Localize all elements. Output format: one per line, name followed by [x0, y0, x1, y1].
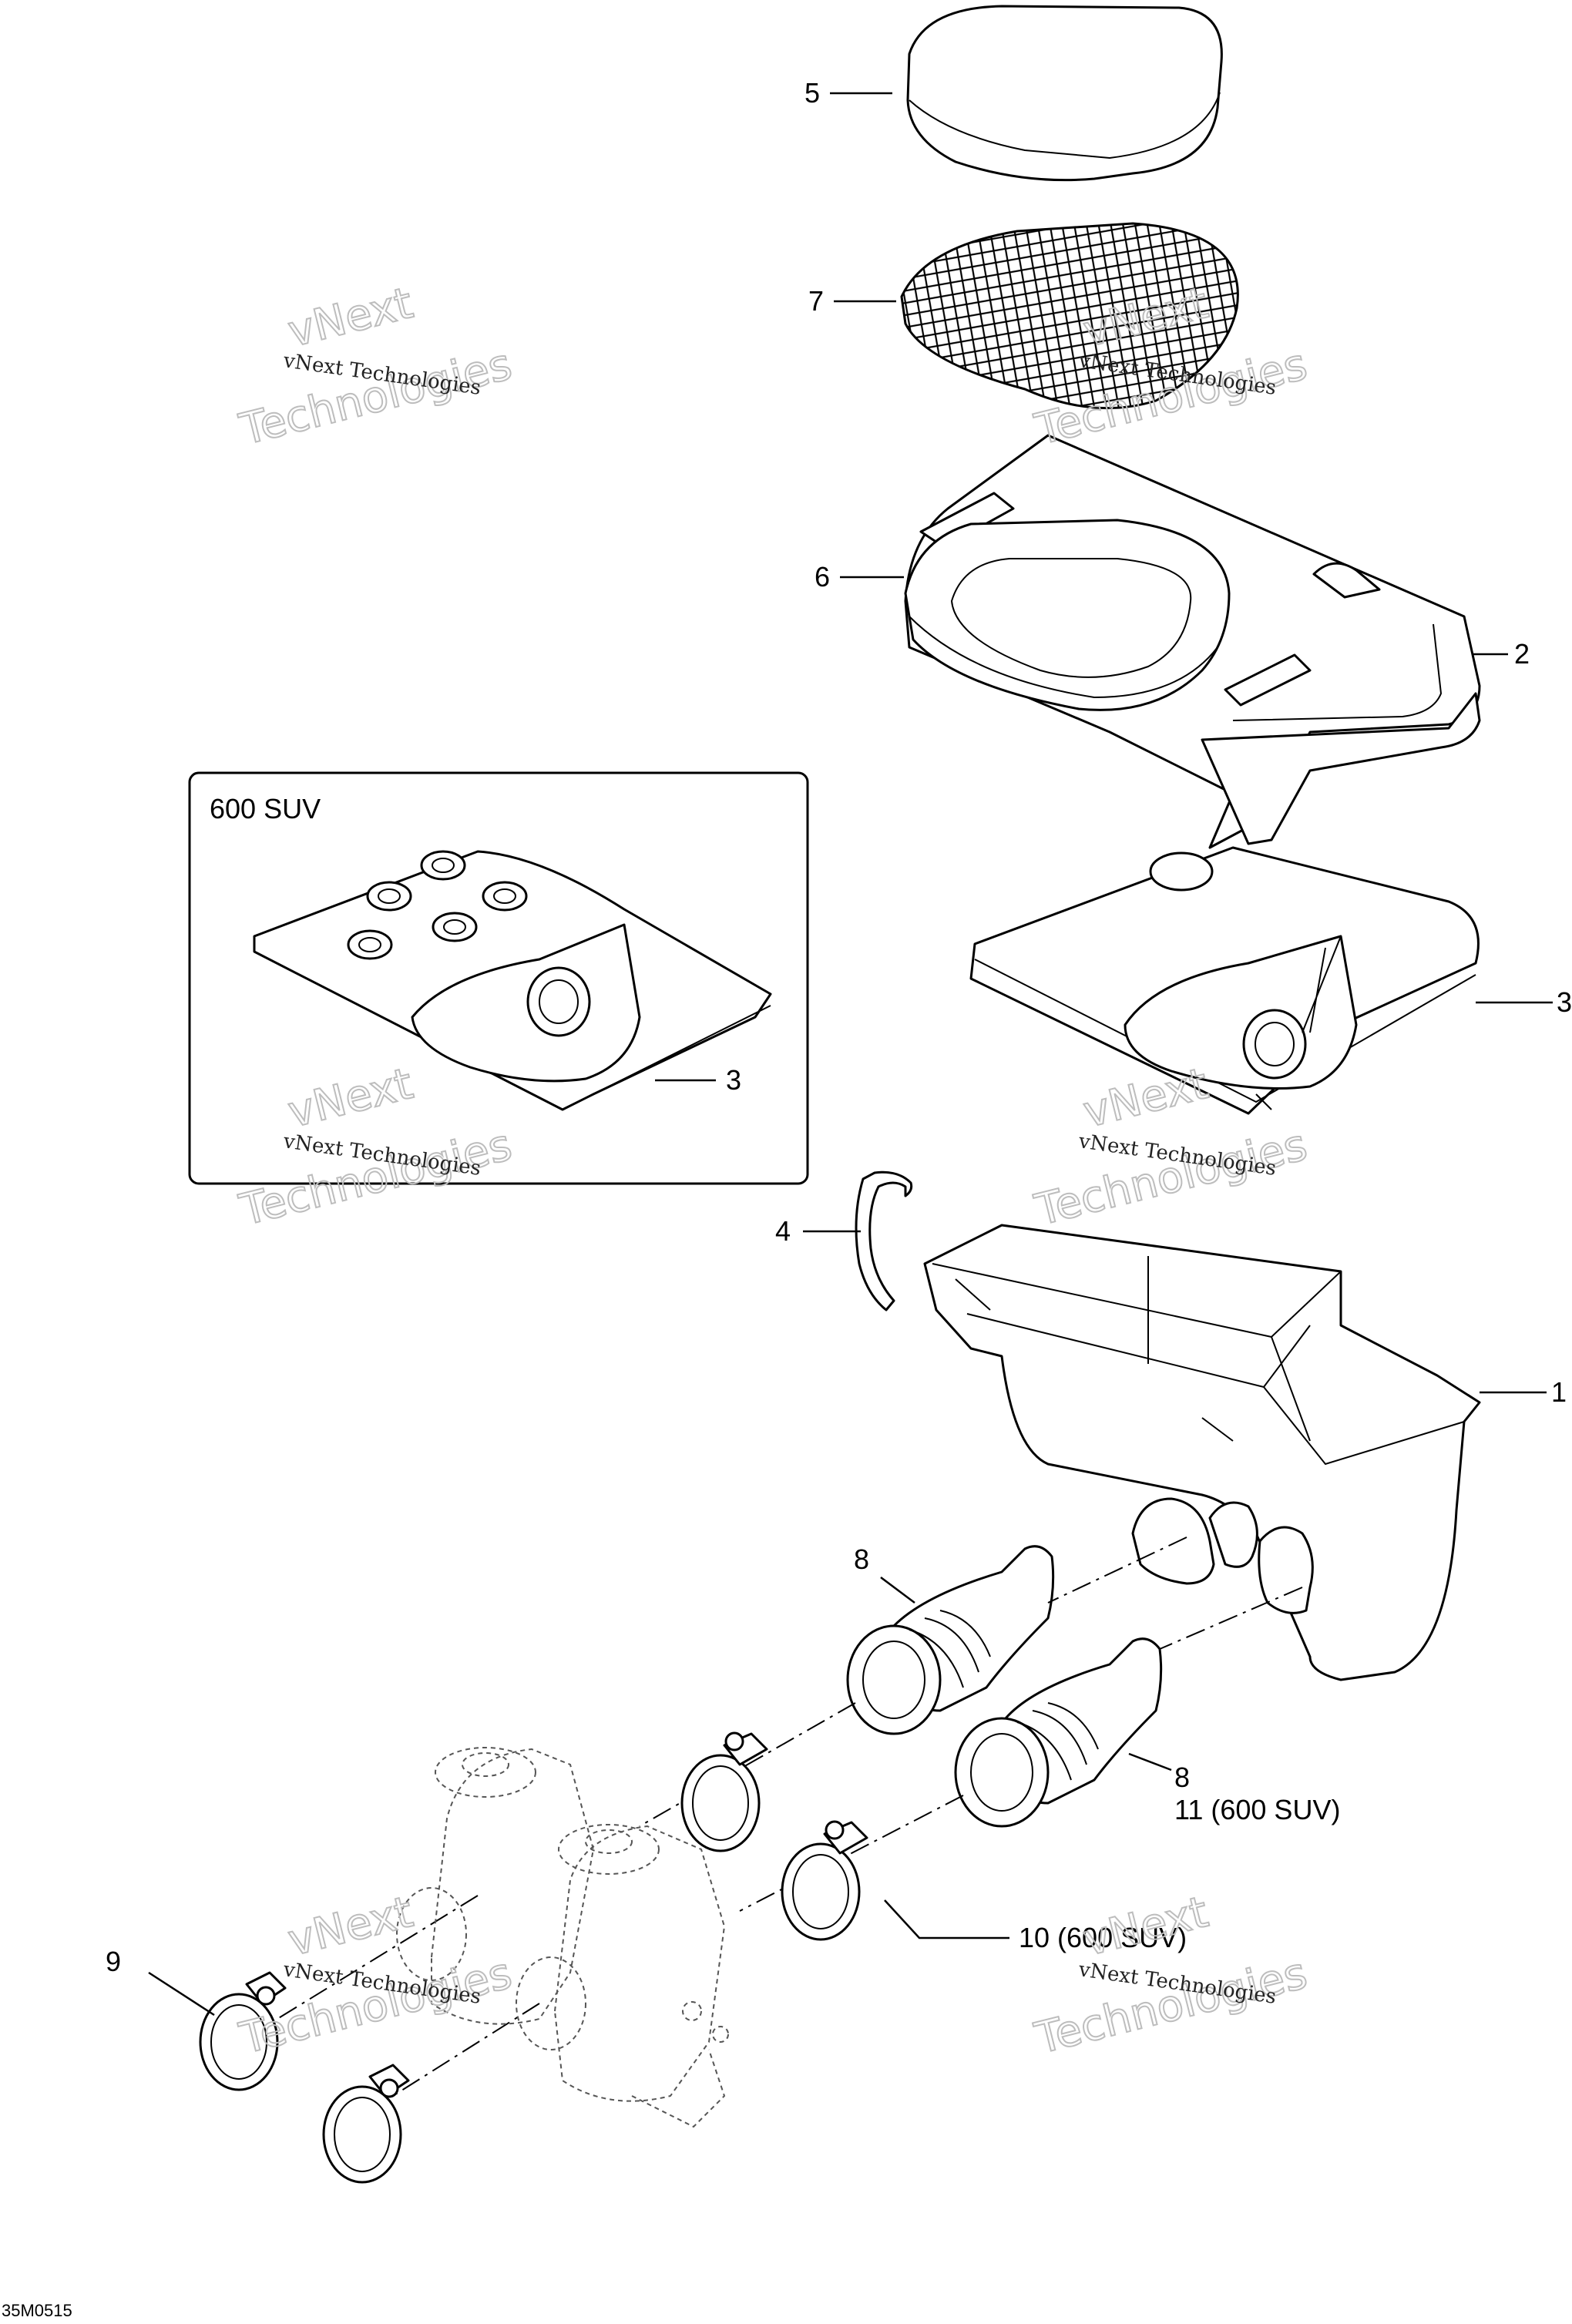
callout-3-inset: 3 [726, 1064, 741, 1096]
intake-adaptor-part-8-upper [846, 1545, 1055, 1735]
intake-adaptor-part-8-lower [954, 1637, 1163, 1828]
silencer-base-part-3 [969, 846, 1480, 1115]
clamp-part-10-lower [781, 1820, 868, 1941]
callout-labels: 5 7 6 2 3 3 4 1 8 8 11 (600 SUV) 10 (600… [106, 77, 1572, 1977]
cover-seal-part-6 [904, 519, 1231, 711]
svg-text:vNext: vNext [284, 278, 418, 358]
callout-7: 7 [808, 285, 824, 317]
callout-11: 11 (600 SUV) [1174, 1794, 1340, 1825]
carburetor-assembly [396, 1747, 729, 2128]
filter-pad-part-5 [906, 5, 1223, 182]
watermark-top-left: vNext Technologies vNext Technologies [234, 277, 518, 456]
clamp-part-9-upper [199, 1971, 287, 2091]
leader-lines [148, 92, 1553, 2017]
watermark-bottom-left: vNext Technologies vNext Technologies [234, 1886, 518, 2065]
inset-title: 600 SUV [210, 793, 321, 824]
callout-1: 1 [1551, 1376, 1567, 1408]
watermark-middle-left: vNext Technologies vNext Technologies [234, 1058, 518, 1237]
clamp-part-9-lower [322, 2064, 410, 2184]
alignment-lines [277, 1536, 1303, 2097]
svg-text:vNext: vNext [1079, 1059, 1213, 1138]
clip-part-4 [855, 1170, 913, 1311]
screen-mesh-part-7 [900, 222, 1239, 410]
drawing-code: 35M0515 [2, 2301, 72, 2320]
callout-9: 9 [106, 1946, 121, 1977]
svg-text:vNext: vNext [284, 1887, 418, 1966]
svg-text:vNext: vNext [284, 1059, 418, 1138]
svg-text:vNext: vNext [1079, 1887, 1213, 1966]
callout-8-lower: 8 [1174, 1761, 1190, 1793]
watermark-bottom-right: vNext Technologies vNext Technologies [1030, 1886, 1313, 2065]
callout-10: 10 (600 SUV) [1019, 1922, 1187, 1953]
callout-2: 2 [1514, 638, 1530, 670]
callout-8-upper: 8 [854, 1543, 869, 1575]
inset-600-suv: 600 SUV [188, 771, 809, 1185]
callout-6: 6 [815, 561, 830, 593]
clamp-part-10-upper [680, 1731, 768, 1852]
air-box-part-1 [923, 1224, 1481, 1681]
callout-4: 4 [775, 1215, 791, 1247]
callout-5: 5 [804, 77, 820, 109]
callout-3-main: 3 [1557, 986, 1572, 1018]
